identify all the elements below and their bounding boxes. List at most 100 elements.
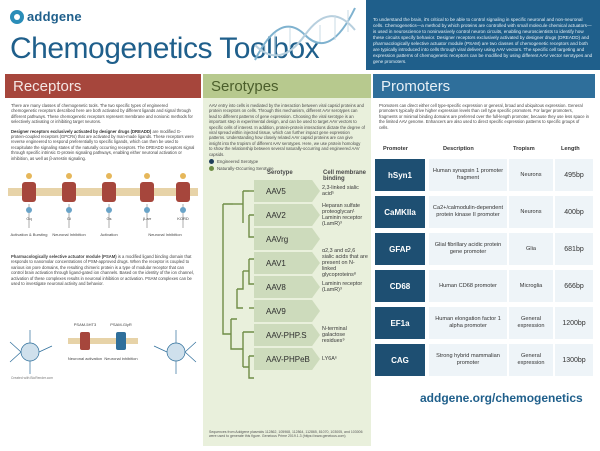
- serotype-name: AAV2: [266, 210, 286, 220]
- serotype-row: AAVrg: [254, 228, 368, 250]
- serotype-binding: LY6A⁶: [322, 355, 338, 362]
- receptor-label-4: β-arr: [143, 216, 152, 221]
- psam-paragraph: Pharmacologically selective actuator mod…: [11, 254, 195, 286]
- binding-column-header: Cell membrane binding: [323, 170, 367, 182]
- receptor-outcome-3: Activation: [100, 232, 117, 237]
- serotype-row: AAV8 Laminin receptor (LamR)³: [254, 276, 368, 298]
- serotype-name: AAV9: [266, 306, 286, 316]
- dna-helix-illustration: [254, 7, 356, 61]
- promoter-name: hSyn1: [375, 159, 425, 191]
- serotype-binding: α2,3 and α2,6 sialic acids that are pres…: [322, 247, 368, 279]
- promoter-tropism: General expression: [509, 307, 553, 339]
- addgene-logo[interactable]: addgene: [10, 9, 82, 24]
- engineered-dot-icon: [209, 159, 214, 165]
- serotype-legend: Engineered Serotype Naturally-Occurring …: [209, 158, 274, 172]
- legend-engineered: Engineered Serotype: [209, 158, 274, 165]
- psam-outcome-1: Neuronal activation: [68, 356, 102, 361]
- receptors-column: Receptors There are many classes of chem…: [5, 74, 201, 446]
- serotype-binding: N-terminal galactose residues⁹: [322, 325, 347, 345]
- psam-outcome-2: Neuronal inhibition: [104, 356, 137, 361]
- psam-diagram: PSAM-5HT3 PSAM-GlyR Neuronal activation …: [9, 322, 197, 374]
- dreadd-title: Designer receptors exclusively activated…: [11, 128, 152, 134]
- promoter-length: 1300bp: [555, 344, 593, 376]
- promoter-name: CaMKIIa: [375, 196, 425, 228]
- serotype-row: AAV1 α2,3 and α2,6 sialic acids that are …: [254, 247, 368, 279]
- serotype-binding: 2,3-linked sialic acid⁵: [322, 184, 359, 197]
- receptor-label-2: Gi: [67, 216, 71, 221]
- phylogenetic-tree: [222, 190, 254, 379]
- promoter-length: 495bp: [555, 159, 593, 191]
- tropism-col-header: Tropism: [513, 146, 535, 152]
- psam-text: is a modified ligand binding domain that…: [11, 254, 194, 287]
- receptors-heading: Receptors: [5, 74, 201, 98]
- receptor-label-5: KORD: [177, 216, 189, 221]
- legend-natural: Naturally-Occurring Serotype: [209, 165, 274, 172]
- promoter-name: CD68: [375, 270, 425, 302]
- promoters-heading: Promoters: [373, 74, 595, 98]
- promoter-tropism: Microglia: [509, 270, 553, 302]
- serotypes-footnote: Sequences from Addgene plasmids 112862, …: [209, 430, 363, 439]
- serotype-column-header: Serotype: [267, 170, 293, 176]
- promoter-tropism: Neurons: [509, 196, 553, 228]
- dreadd-signaling-diagram: Gq Gi Gs β-arr KORD Activation & Burstin…: [8, 173, 198, 237]
- serotype-name: AAV1: [266, 258, 286, 268]
- serotype-name: AAV8: [266, 282, 286, 292]
- promoter-length: 400bp: [555, 196, 593, 228]
- promoters-intro: Promoters can direct either cell type-sp…: [379, 103, 589, 130]
- receptor-outcome-4: Neuronal Inhibition: [148, 232, 181, 237]
- promoters-column: Promoters Promoters can direct either ce…: [373, 74, 595, 388]
- serotype-name: AAV-PHPeB: [266, 354, 310, 364]
- description-col-header: Description: [443, 146, 474, 152]
- serotype-name: AAV5: [266, 186, 286, 196]
- promoter-table-header: Promoter Description Tropism Length: [373, 146, 595, 156]
- natural-dot-icon: [209, 166, 214, 172]
- receptors-intro-text: There are many classes of chemogenetic t…: [11, 103, 193, 125]
- promoter-length: 666bp: [555, 270, 593, 302]
- promoter-length: 681bp: [555, 233, 593, 265]
- serotype-row: AAV9: [254, 300, 368, 322]
- promoter-description: Human elongation factor 1 alpha promoter: [429, 307, 507, 339]
- addgene-logo-icon: [10, 9, 24, 24]
- dreadd-text: are modified G-protein-coupled receptors…: [11, 128, 195, 161]
- serotype-name: AAV-PHP.S: [266, 330, 307, 340]
- intro-text: To understand the brain, it's critical t…: [366, 0, 600, 70]
- promoter-name: EF1a: [375, 307, 425, 339]
- promoter-length: 1200bp: [555, 307, 593, 339]
- serotype-binding: [322, 300, 368, 322]
- header-banner: addgene Chemogenetics Toolbox To underst…: [0, 0, 600, 70]
- receptor-outcome-1: Activation & Bursting: [11, 232, 48, 237]
- promoter-name: GFAP: [375, 233, 425, 265]
- serotypes-intro: AAV entry into cells is mediated by the …: [209, 103, 365, 157]
- receptor-outcome-2: Neuronal Inhibition: [52, 232, 85, 237]
- promoter-description: Strong hybrid mammalian promoter: [429, 344, 507, 376]
- promoter-description: Ca2+/calmodulin-dependent protein kinase…: [429, 196, 507, 228]
- psam-label-2: PSAM-GlyR: [110, 322, 132, 327]
- promoter-tropism: Glia: [509, 233, 553, 265]
- promoter-description: Human CD68 promoter: [429, 270, 507, 302]
- promoter-col-header: Promoter: [383, 146, 408, 152]
- serotype-row: AAV-PHPeB LY6A⁶: [254, 348, 368, 370]
- serotype-row: AAV-PHP.S N-terminal galactose residues⁹: [254, 324, 368, 346]
- brand-name: addgene: [27, 9, 82, 24]
- receptors-credit: Created with BioRender.com: [11, 376, 53, 380]
- promoter-description: Glial fibrillary acidic protein gene pro…: [429, 233, 507, 265]
- dreadd-paragraph: Designer receptors exclusively activated…: [11, 129, 195, 161]
- serotype-name: AAVrg: [266, 234, 289, 244]
- footer-url-link[interactable]: addgene.org/chemogenetics: [420, 391, 583, 405]
- receptors-intro: There are many classes of chemogenetic t…: [5, 98, 201, 166]
- receptor-label-1: Gq: [26, 216, 31, 221]
- serotypes-heading: Serotypes: [203, 74, 371, 98]
- promoter-tropism: General expression: [509, 344, 553, 376]
- serotype-binding: Laminin receptor (LamR)³: [322, 280, 363, 293]
- promoter-name: CAG: [375, 344, 425, 376]
- serotypes-column: Serotypes AAV entry into cells is mediat…: [203, 74, 371, 446]
- promoter-tropism: Neurons: [509, 159, 553, 191]
- psam-label-1: PSAM-5HT3: [74, 322, 97, 327]
- serotype-binding: Heparan sulfate proteoglycan¹ Laminin re…: [322, 202, 363, 228]
- serotype-row: AAV5 2,3-linked sialic acid⁵: [254, 180, 368, 202]
